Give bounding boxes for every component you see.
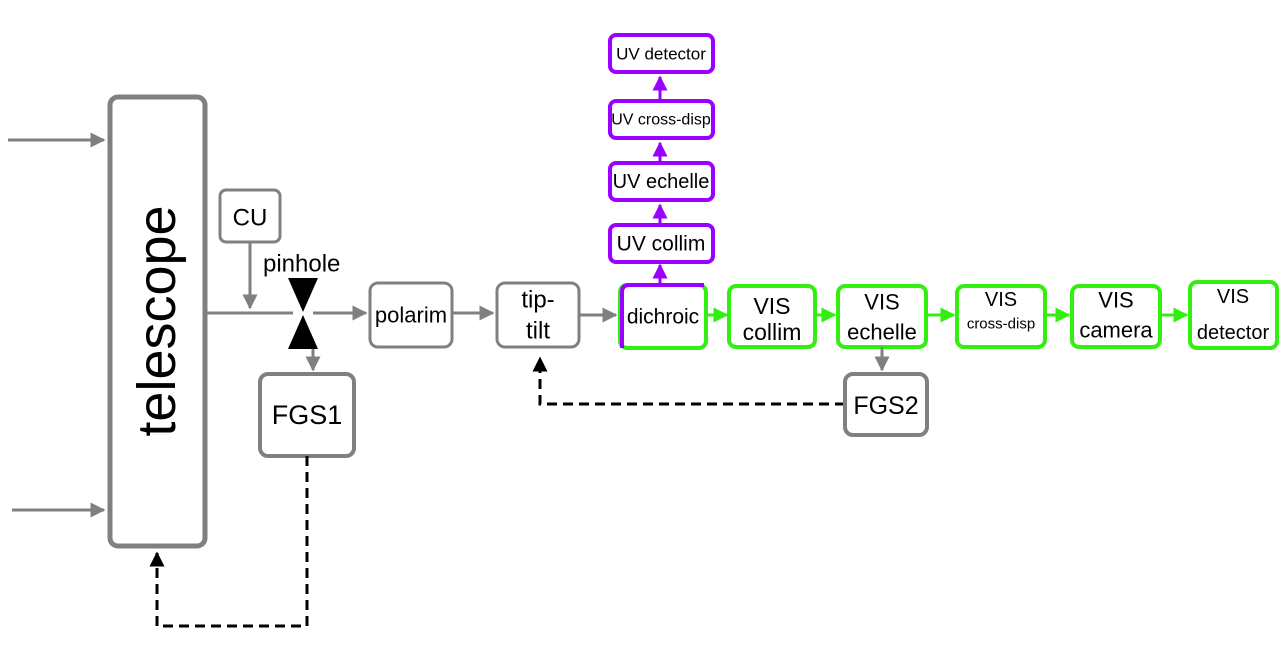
polarim-label: polarim	[375, 303, 447, 328]
fgs1-feedback-line	[149, 456, 309, 628]
vis-detector-label-line2: detector	[1197, 322, 1270, 344]
vis-camera-label-line1: VIS	[1098, 288, 1133, 313]
dichroic-label: dichroic	[627, 306, 699, 329]
uv-crossdisp-label: UV cross-disp	[611, 112, 711, 129]
vis-detector-box	[1188, 280, 1279, 350]
telescope-label: telescope	[127, 205, 187, 436]
cu-label: CU	[233, 205, 268, 232]
fgs2-box	[843, 372, 929, 437]
dichroic-uv-edge	[620, 283, 704, 348]
vis-crossdisp-label-line2: cross-disp	[967, 316, 1035, 333]
polarim-box	[368, 281, 454, 349]
pinhole-bottom-triangle	[288, 315, 318, 349]
uv-echelle-label: UV echelle	[613, 171, 710, 193]
pinhole-top-triangle	[288, 278, 318, 312]
uv-detector-label: UV detector	[616, 45, 706, 64]
fgs2-label: FGS2	[853, 392, 918, 420]
tiptilt-label-line2: tilt	[526, 318, 550, 345]
vis-echelle-label-line1: VIS	[864, 290, 899, 315]
pinhole-label: pinhole	[263, 251, 340, 278]
vis-detector-label-line1: VIS	[1217, 286, 1249, 308]
vis-collim-label-line2: collim	[743, 319, 802, 345]
fgs2-feedback-line	[532, 356, 845, 406]
uv-detector-box	[608, 33, 715, 74]
vis-collim-label-line1: VIS	[753, 293, 790, 319]
vis-echelle-label-line2: echelle	[847, 320, 917, 345]
fgs1-label: FGS1	[272, 400, 343, 430]
telescope-box	[107, 94, 208, 549]
tiptilt-label-line1: tip-	[521, 287, 554, 314]
vis-camera-label-line2: camera	[1079, 318, 1153, 343]
vis-crossdisp-label-line1: VIS	[985, 289, 1017, 311]
uv-collim-label: UV collim	[617, 233, 706, 256]
